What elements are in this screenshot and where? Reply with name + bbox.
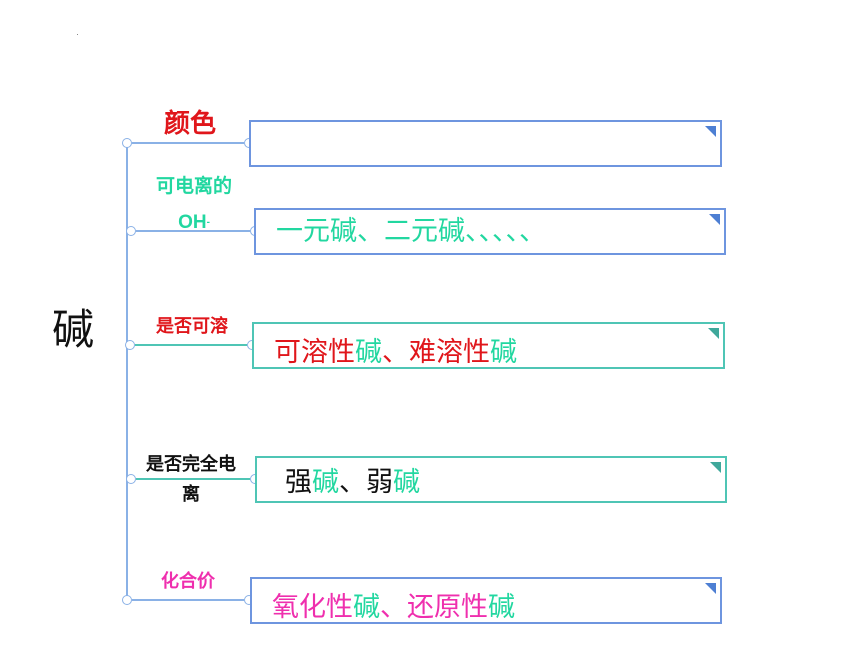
branch-content-box[interactable]: 可溶性碱、难溶性碱 bbox=[252, 322, 725, 369]
corner-marker-icon bbox=[705, 126, 716, 137]
oh-superscript: - bbox=[206, 217, 210, 228]
branch-label-line-1: 可电离的 bbox=[155, 176, 232, 197]
branch-label-line-2: OH- bbox=[135, 209, 253, 237]
box-text: 可溶性碱、难溶性碱 bbox=[274, 336, 517, 370]
branch-node-left[interactable] bbox=[122, 138, 132, 148]
branch-node-left[interactable] bbox=[126, 226, 136, 236]
branch-label-line-2: 离 bbox=[182, 484, 200, 504]
branch-label-line-1: 是否完全电 bbox=[146, 454, 236, 474]
text-segment-base: 碱 bbox=[353, 592, 380, 623]
branch-node-left[interactable] bbox=[122, 595, 132, 605]
branch-content-box[interactable]: 氧化性碱、还原性碱 bbox=[250, 577, 722, 624]
root-node-label: 碱 bbox=[52, 305, 95, 354]
text-segment-base: 碱 bbox=[490, 337, 517, 368]
corner-marker-icon bbox=[709, 214, 720, 225]
corner-marker-icon bbox=[710, 462, 721, 473]
text-segment-base: 碱 bbox=[393, 467, 420, 498]
branch-connector bbox=[132, 142, 244, 144]
corner-marker-icon bbox=[705, 583, 716, 594]
text-segment: 强 bbox=[285, 467, 312, 498]
box-text: 一元碱、二元碱、、、、、 bbox=[276, 215, 546, 249]
branch-connector bbox=[135, 344, 247, 346]
branch-label: 是否可溶 bbox=[156, 316, 228, 336]
branch-label: 可电离的 OH- bbox=[135, 173, 253, 237]
text-segment: 、弱 bbox=[339, 467, 393, 498]
text-segment: 氧化性 bbox=[272, 592, 353, 623]
box-text: 强碱、弱碱 bbox=[285, 466, 420, 500]
branch-content-box[interactable]: 强碱、弱碱 bbox=[255, 456, 727, 503]
branch-connector bbox=[136, 478, 250, 480]
branch-connector bbox=[132, 599, 244, 601]
stray-dot bbox=[77, 34, 78, 35]
text-segment-base: 碱 bbox=[312, 467, 339, 498]
box-text: 氧化性碱、还原性碱 bbox=[272, 591, 515, 625]
text-segment-base: 碱 bbox=[488, 592, 515, 623]
tree-trunk-line bbox=[126, 143, 128, 600]
text-segment: 、难溶性 bbox=[382, 337, 490, 368]
text-segment: 可溶性 bbox=[274, 337, 355, 368]
branch-label: 是否完全电 离 bbox=[130, 449, 252, 509]
branch-content-box[interactable] bbox=[249, 120, 722, 167]
text-segment-base: 碱 bbox=[355, 337, 382, 368]
branch-node-left[interactable] bbox=[125, 340, 135, 350]
corner-marker-icon bbox=[708, 328, 719, 339]
branch-label: 颜色 bbox=[163, 108, 216, 138]
branch-label: 化合价 bbox=[161, 571, 215, 591]
text-segment: 、还原性 bbox=[380, 592, 488, 623]
oh-text: OH bbox=[178, 212, 207, 233]
text-segment: 一元碱、二元碱、、、、、 bbox=[276, 216, 546, 247]
branch-content-box[interactable]: 一元碱、二元碱、、、、、 bbox=[254, 208, 726, 255]
branch-connector bbox=[136, 230, 250, 232]
branch-node-left[interactable] bbox=[126, 474, 136, 484]
